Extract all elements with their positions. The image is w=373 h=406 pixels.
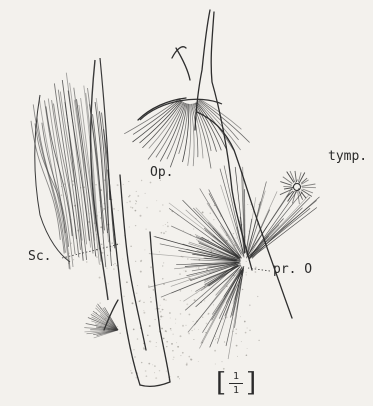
operculum-fan <box>124 98 249 168</box>
scale-fraction-bar <box>229 383 243 384</box>
label-sc: Sc. <box>28 250 51 263</box>
central-bone-outline <box>104 10 292 386</box>
scale-right-bracket: ] <box>246 370 256 396</box>
scale-fraction: 1 1 <box>229 372 243 396</box>
label-op: Op. <box>150 166 173 179</box>
scale-numerator: 1 <box>233 371 239 382</box>
scale-left-bracket: [ <box>216 370 226 396</box>
label-pro: pr. O <box>273 263 312 276</box>
scale-denominator: 1 <box>233 385 239 396</box>
scale-marker: [ 1 1 ] <box>216 370 256 400</box>
label-tymp: tymp. <box>328 150 367 163</box>
